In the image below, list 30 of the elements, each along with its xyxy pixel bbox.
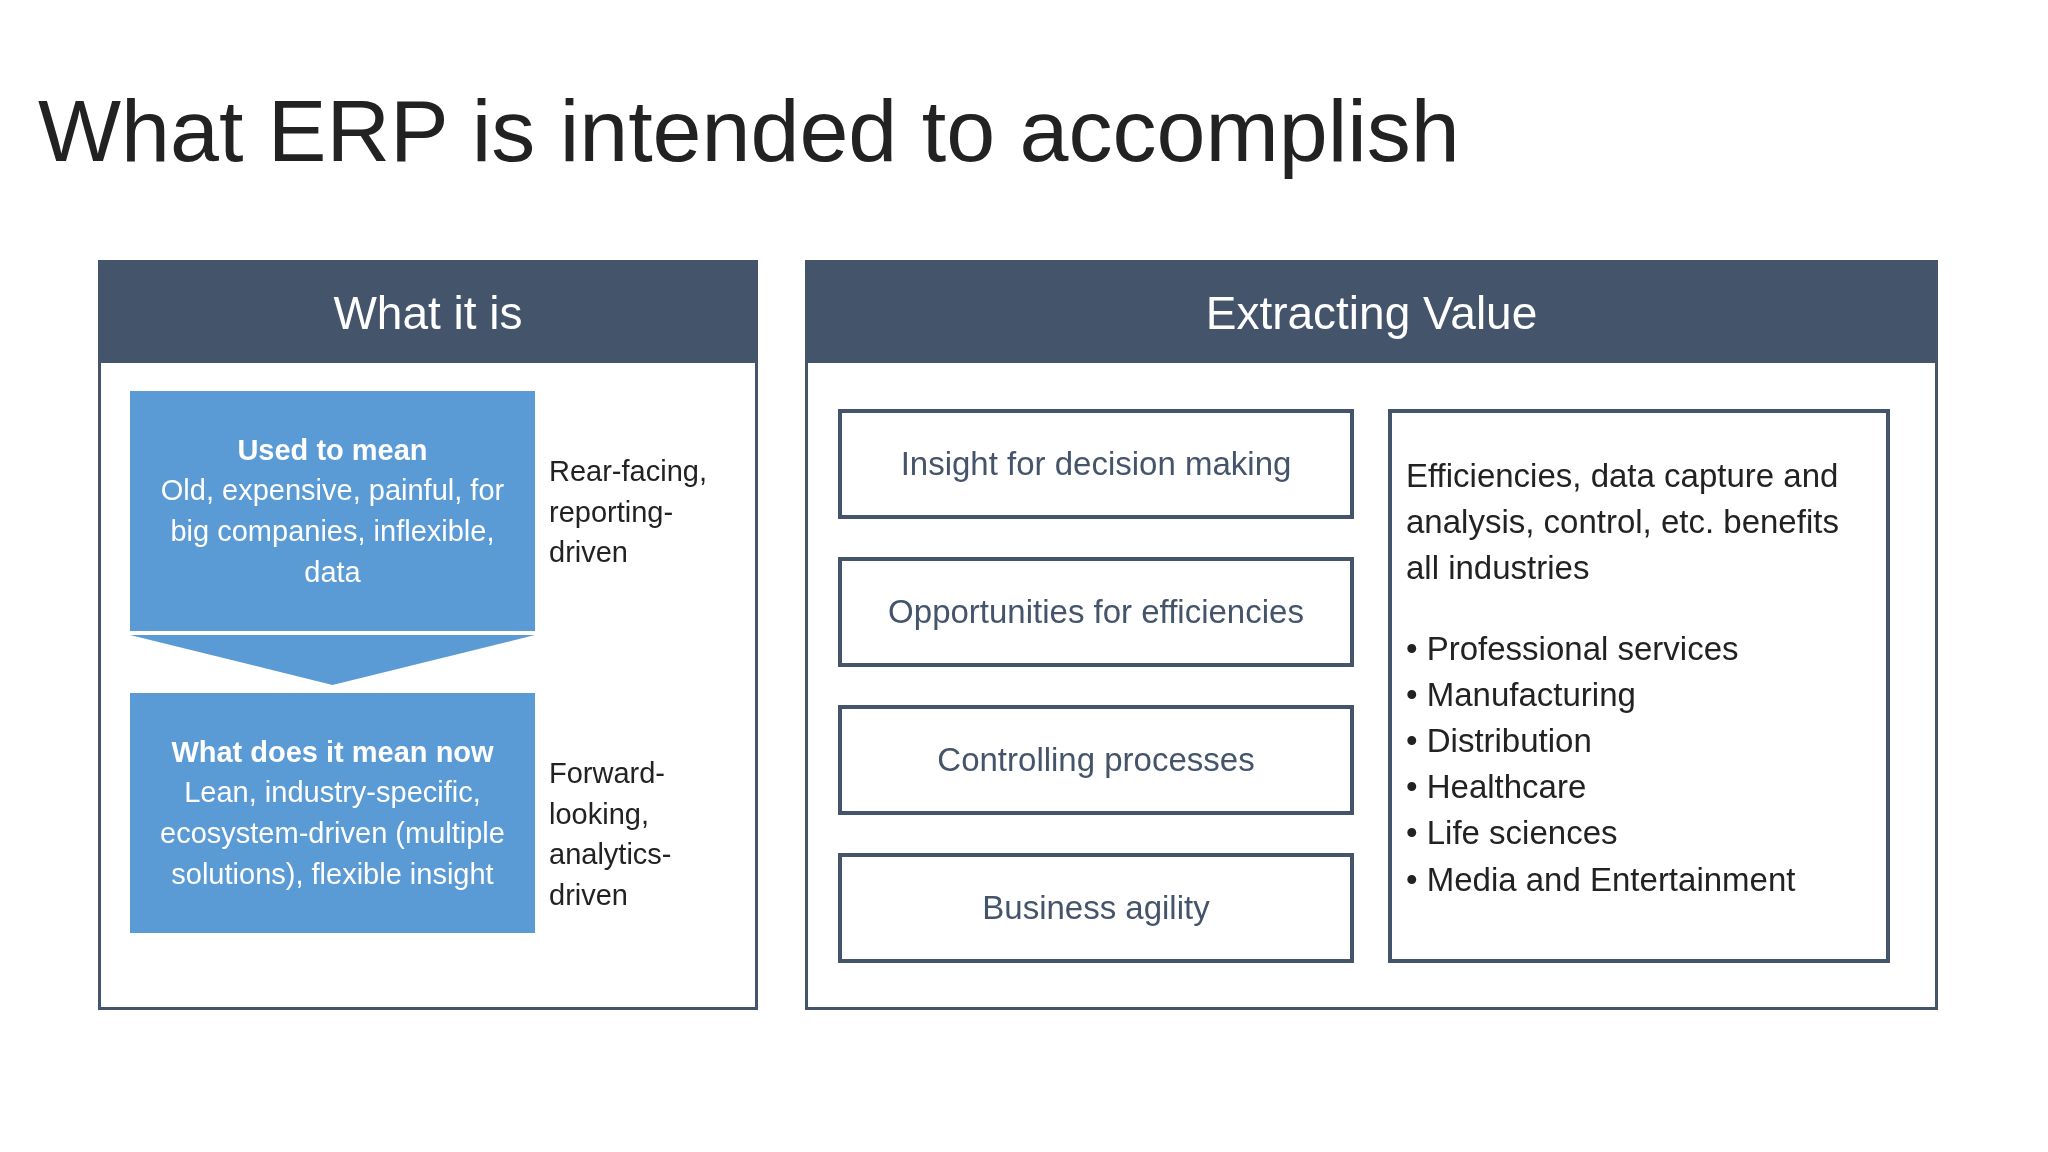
box-text: Old, expensive, painful, for big companies, inflexible, data <box>159 473 506 590</box>
panel <box>98 260 758 1010</box>
outlined-box <box>838 557 1354 667</box>
box-text: Insight for decision making <box>900 445 1292 483</box>
list-item: • Life sciences <box>1406 813 1619 854</box>
slide-title: What ERP is intended to accomplish <box>38 80 1460 182</box>
outlined-box <box>838 853 1354 963</box>
box-text: Efficiencies, data capture and analysis, control, etc. benefits all industries <box>1406 456 1840 589</box>
panel <box>805 260 1938 1010</box>
panel-title: Extracting Value <box>1205 286 1538 340</box>
outlined-box <box>1388 409 1890 963</box>
chevron-arrow <box>130 635 535 685</box>
panel-title: What it is <box>333 286 523 340</box>
box-text: Opportunities for efficiencies <box>888 593 1304 631</box>
side-note: Forward-looking, analytics-driven <box>549 756 673 913</box>
box-heading: Used to mean <box>237 432 428 468</box>
side-note: Rear-facing, reporting-driven <box>549 454 708 571</box>
list-item: • Distribution <box>1406 720 1593 761</box>
box-text: Business agility <box>982 889 1210 927</box>
box-heading: What does it mean now <box>171 734 494 770</box>
content-box <box>130 693 535 933</box>
list-item: • Manufacturing <box>1406 674 1637 715</box>
list-item: • Healthcare <box>1406 767 1588 808</box>
outlined-box <box>838 705 1354 815</box>
list-item: • Professional services <box>1406 628 1740 669</box>
box-text: Controlling processes <box>937 741 1255 779</box>
outlined-box <box>838 409 1354 519</box>
content-box <box>130 391 535 631</box>
list-item: • Media and Entertainment <box>1406 859 1797 900</box>
box-text: Lean, industry-specific, ecosystem-driven (multiple solutions), flexible insight <box>159 775 506 892</box>
